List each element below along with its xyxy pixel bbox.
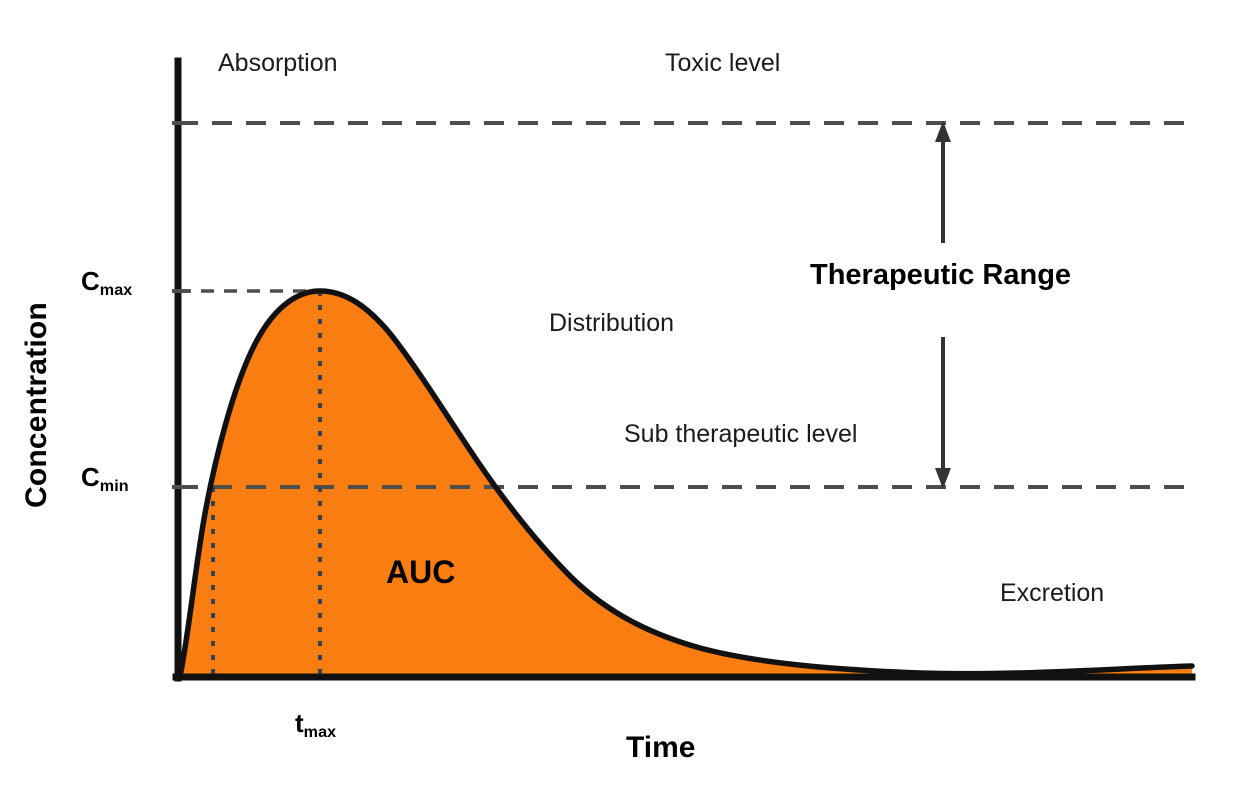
x-axis-title: Time	[626, 733, 695, 763]
y-axis-title: Concentration	[20, 302, 53, 508]
annotation-therapeutic-range: Therapeutic Range	[810, 259, 1072, 291]
annotation-absorption: Absorption	[218, 49, 338, 77]
concentration-curve	[177, 288, 1195, 679]
tick-label-cmin-base: C	[81, 462, 100, 492]
annotation-sub-therapeutic-level: Sub therapeutic level	[624, 420, 858, 448]
annotation-distribution: Distribution	[549, 309, 675, 337]
tick-label-tmax-base: t	[295, 708, 304, 738]
tick-label-cmin-sub: min	[99, 476, 129, 495]
tick-label-cmax-base: C	[81, 266, 100, 296]
tick-label-cmin: Cmin	[81, 462, 129, 494]
therapeutic-range-arrow-down	[935, 337, 951, 489]
y-axis-title-text: Concentration	[20, 302, 53, 508]
annotation-toxic-level: Toxic level	[665, 49, 781, 77]
tick-label-cmax: Cmax	[81, 266, 132, 298]
x-axis-title-text: Time	[626, 731, 696, 764]
tick-label-tmax: tmax	[295, 708, 336, 740]
auc-area-fill	[180, 290, 1192, 676]
annotation-excretion: Excretion	[1000, 579, 1105, 607]
therapeutic-range-arrow-up	[935, 121, 951, 243]
tick-label-cmax-sub: max	[99, 280, 133, 299]
annotation-auc: AUC	[386, 554, 456, 590]
tick-label-tmax-sub: max	[303, 722, 337, 741]
